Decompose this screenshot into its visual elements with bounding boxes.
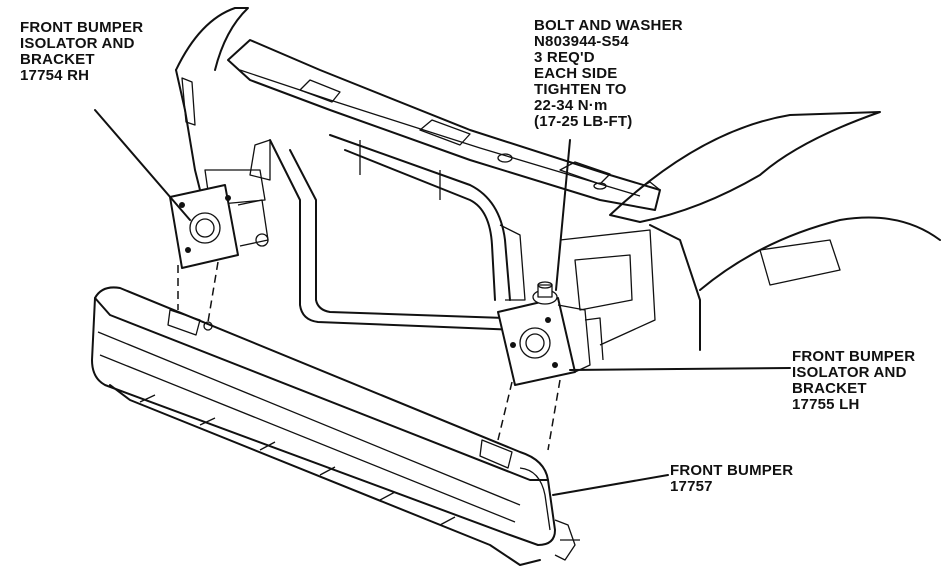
bumper-label-line-2: 17757 — [670, 479, 793, 495]
bolt-washer-shape — [533, 282, 557, 304]
lh-bracket-label-line-3: BRACKET — [792, 381, 915, 397]
rh-bracket-label-line-4: 17754 RH — [20, 68, 143, 84]
bolt-label: BOLT AND WASHER N803944-S54 3 REQ'D EACH… — [534, 18, 683, 130]
rh-bracket-shape — [170, 185, 268, 268]
lh-bracket-label-line-4: 17755 LH — [792, 397, 915, 413]
bolt-label-line-1: BOLT AND WASHER — [534, 18, 683, 34]
bolt-label-line-6: 22-34 N·m — [534, 98, 683, 114]
lh-bracket-label-line-1: FRONT BUMPER — [792, 349, 915, 365]
rh-bracket-label-line-2: ISOLATOR AND — [20, 36, 143, 52]
lh-bracket-shape — [498, 298, 603, 385]
bumper-label-line-1: FRONT BUMPER — [670, 463, 793, 479]
bumper-label: FRONT BUMPER 17757 — [670, 463, 793, 495]
rh-bracket-label-line-1: FRONT BUMPER — [20, 20, 143, 36]
bolt-label-line-7: (17-25 LB-FT) — [534, 114, 683, 130]
lh-bracket-label-line-2: ISOLATOR AND — [792, 365, 915, 381]
bolt-label-line-4: EACH SIDE — [534, 66, 683, 82]
bolt-label-line-3: 3 REQ'D — [534, 50, 683, 66]
right-fender-outline — [560, 112, 940, 350]
rh-bracket-label: FRONT BUMPER ISOLATOR AND BRACKET 17754 … — [20, 20, 143, 84]
lh-bracket-label: FRONT BUMPER ISOLATOR AND BRACKET 17755 … — [792, 349, 915, 413]
bolt-label-line-5: TIGHTEN TO — [534, 82, 683, 98]
rh-bracket-label-line-3: BRACKET — [20, 52, 143, 68]
bolt-label-line-2: N803944-S54 — [534, 34, 683, 50]
